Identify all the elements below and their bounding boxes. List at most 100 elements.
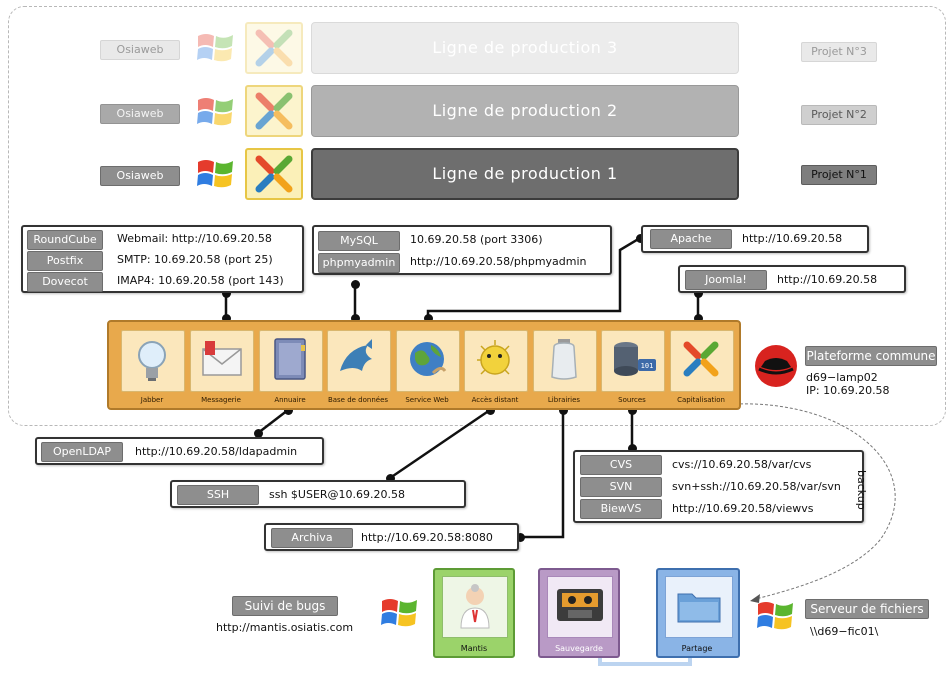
service-capitalisation[interactable] (670, 330, 734, 392)
connector-dot (516, 533, 525, 542)
mysql-value: 10.69.20.58 (port 3306) (410, 233, 543, 246)
service-label: Librairies (547, 396, 581, 404)
service-service-web[interactable] (396, 330, 460, 392)
service-label: Accès distant (471, 396, 519, 404)
phpmyadmin-value: http://10.69.20.58/phpmyadmin (410, 255, 587, 268)
server-sauvegarde[interactable]: Sauvegarde (538, 568, 620, 658)
project-tag-2: Projet N°2 (801, 105, 877, 125)
joomla-icon (245, 22, 303, 78)
windows-icon (196, 94, 236, 134)
archiva-value: http://10.69.20.58:8080 (361, 531, 493, 544)
server-partage[interactable]: Partage (656, 568, 740, 658)
connector-dot (694, 289, 703, 298)
platform-title-tag: Plateforme commune (805, 346, 937, 366)
joomla-value: http://10.69.20.58 (777, 273, 878, 286)
joomla-tag: Joomla! (685, 270, 767, 290)
connector-dot (386, 474, 395, 483)
windows-icon (196, 156, 236, 196)
cvs-value: cvs://10.69.20.58/var/cvs (672, 458, 812, 471)
production-line-2: Ligne de production 2 (311, 85, 739, 137)
phpmyadmin-tag: phpmyadmin (318, 253, 400, 273)
globe-icon (410, 342, 447, 376)
doctor-icon (460, 584, 490, 629)
file-server-path: \\d69−fic01\ (810, 625, 879, 638)
postfix-tag: Postfix (27, 251, 103, 271)
service-base-de-donnees[interactable] (327, 330, 391, 392)
svg-text:101: 101 (641, 362, 654, 370)
connector-dot (486, 406, 495, 415)
windows-icon (756, 598, 796, 638)
viewvs-value: http://10.69.20.58/viewvs (672, 502, 814, 515)
joomla-icon (245, 148, 303, 204)
common-platform-frame (8, 6, 946, 426)
service-label: Sources (618, 396, 646, 404)
webmail-value: Webmail: http://10.69.20.58 (117, 232, 272, 245)
service-label: Jabber (140, 396, 164, 404)
connector-dot (222, 314, 231, 323)
joomla-icon (245, 85, 303, 141)
ssh-value: ssh $USER@10.69.20.58 (269, 488, 406, 501)
company-tag-2: Osiaweb (100, 104, 180, 124)
connector-dot (351, 280, 360, 289)
company-tag-1: Osiaweb (100, 166, 180, 186)
database-icon: 101 (614, 342, 656, 376)
address-book-icon (274, 338, 306, 380)
roundcube-tag: RoundCube (27, 230, 103, 250)
service-jabber[interactable] (121, 330, 185, 392)
service-librairies[interactable] (533, 330, 597, 392)
smtp-value: SMTP: 10.69.20.58 (port 25) (117, 253, 273, 266)
dolphin-icon (340, 339, 372, 371)
company-tag-3: Osiaweb (100, 40, 180, 60)
connector-dot (222, 289, 231, 298)
imap-value: IMAP4: 10.69.20.58 (port 143) (117, 274, 284, 287)
platform-host: d69−lamp02 (806, 371, 878, 384)
folder-icon (677, 593, 721, 623)
cvs-tag: CVS (580, 455, 662, 475)
windows-icon (196, 30, 236, 70)
mysql-tag: MySQL (318, 231, 400, 251)
production-line-3: Ligne de production 3 (311, 22, 739, 74)
connector-dot (254, 429, 263, 438)
connector-dot (636, 234, 645, 243)
apache-value: http://10.69.20.58 (742, 232, 843, 245)
cassette-icon (557, 589, 603, 621)
windows-icon (380, 595, 420, 635)
service-messagerie[interactable] (190, 330, 254, 392)
lightbulb-icon (138, 341, 166, 381)
pufferfish-icon (477, 340, 510, 375)
connector-dot (559, 406, 568, 415)
service-label: Base de données (327, 396, 389, 404)
production-line-1: Ligne de production 1 (311, 148, 739, 200)
service-label: Capitalisation (677, 396, 725, 404)
server-mantis[interactable]: Mantis (433, 568, 515, 658)
service-annuaire[interactable] (259, 330, 323, 392)
platform-ip: IP: 10.69.20.58 (806, 384, 890, 397)
file-server-tag: Serveur de fichiers (805, 599, 929, 619)
openldap-tag: OpenLDAP (41, 442, 123, 462)
apache-tag: Apache (650, 229, 732, 249)
project-tag-1: Projet N°1 (801, 165, 877, 185)
backup-label: backup (855, 470, 868, 510)
openldap-value: http://10.69.20.58/ldapadmin (135, 445, 298, 458)
bug-tracking-tag: Suivi de bugs (232, 596, 338, 616)
bug-tracking-url: http://mantis.osiatis.com (216, 621, 354, 634)
service-label: Service Web (405, 396, 449, 404)
service-label: Messagerie (201, 396, 241, 404)
archiva-tag: Archiva (271, 528, 353, 548)
project-tag-3: Projet N°3 (801, 42, 877, 62)
dovecot-tag: Dovecot (27, 272, 103, 292)
connector-dot (628, 444, 637, 453)
connector-dot (424, 314, 433, 323)
service-acces-distant[interactable] (464, 330, 528, 392)
server-label: Sauvegarde (555, 644, 603, 653)
connector-dot (284, 406, 293, 415)
mail-icon (202, 341, 242, 376)
server-label: Partage (681, 644, 713, 653)
service-sources[interactable]: 101 (601, 330, 665, 392)
svn-tag: SVN (580, 477, 662, 497)
svn-value: svn+ssh://10.69.20.58/var/svn (672, 480, 841, 493)
redhat-icon (753, 343, 799, 393)
viewvs-tag: BiewVS (580, 499, 662, 519)
service-label: Annuaire (274, 396, 306, 404)
